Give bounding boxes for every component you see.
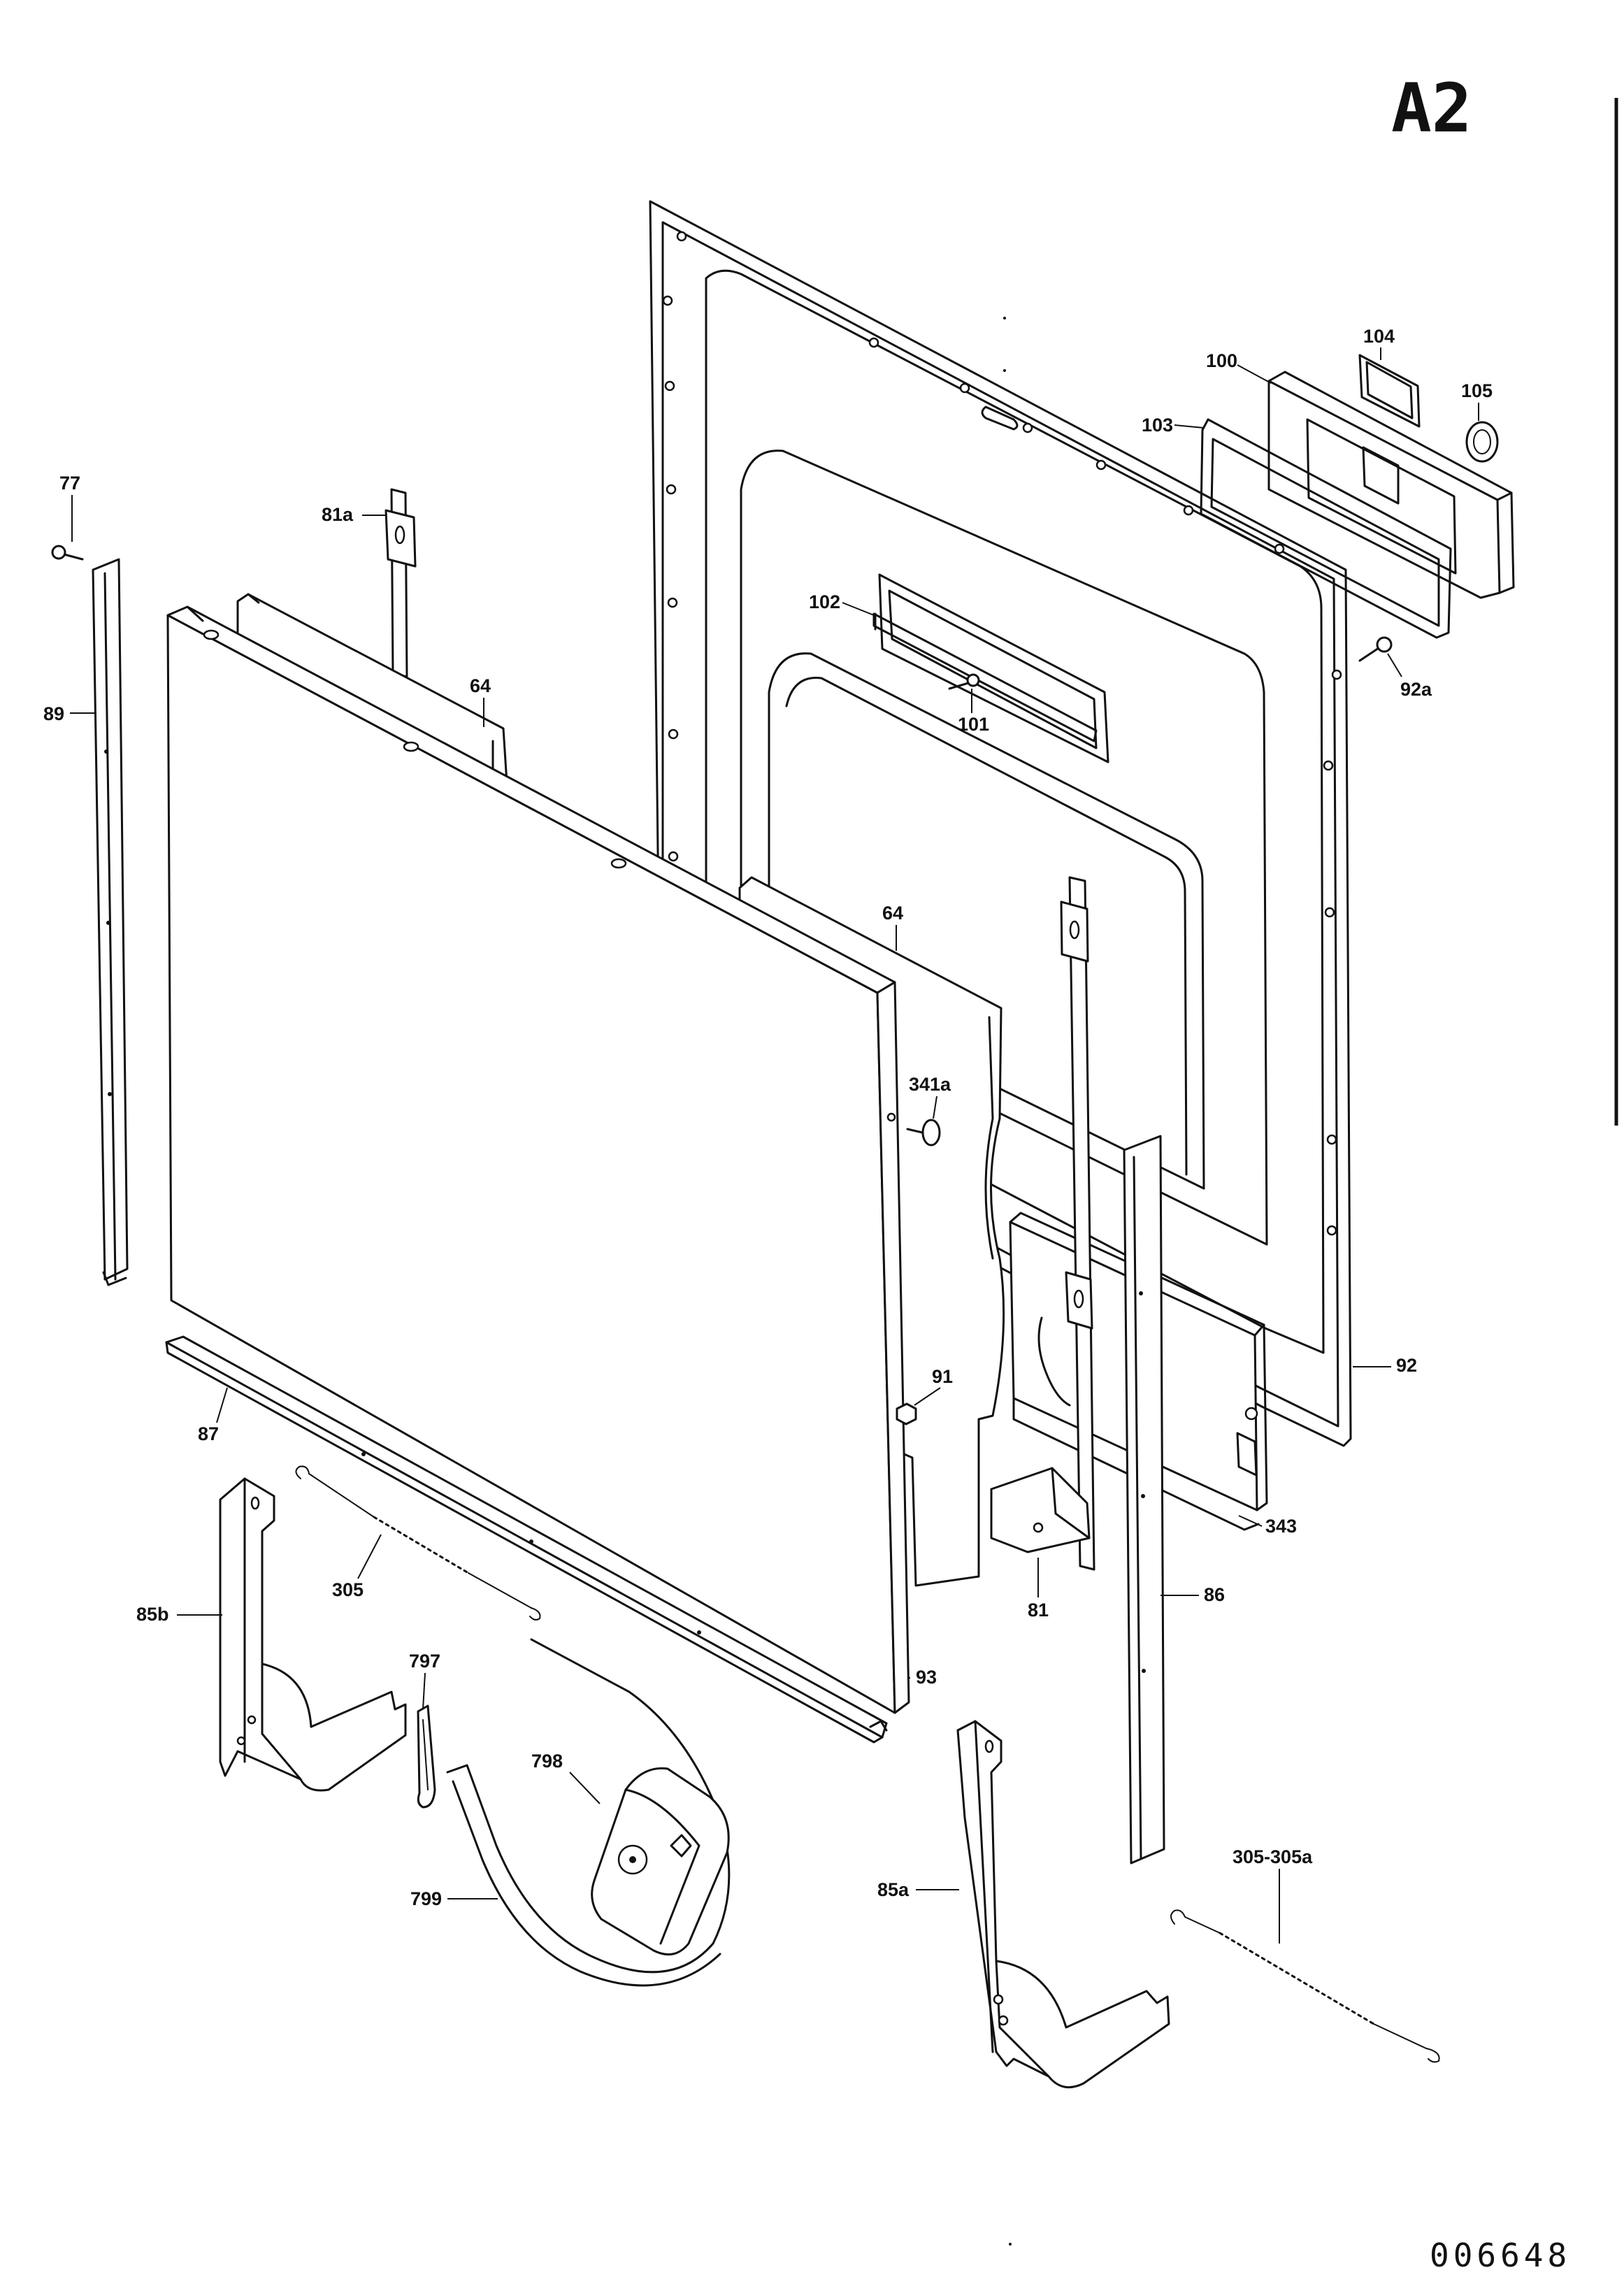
svg-text:305-305a: 305-305a xyxy=(1233,1846,1313,1867)
svg-text:93: 93 xyxy=(916,1667,937,1688)
svg-text:81: 81 xyxy=(1028,1600,1049,1621)
label-89: 89 xyxy=(43,703,96,724)
label-86: 86 xyxy=(1160,1584,1225,1605)
svg-text:101: 101 xyxy=(958,714,989,735)
label-305: 305 xyxy=(332,1534,382,1600)
svg-text:102: 102 xyxy=(809,591,840,612)
part-81a-rod xyxy=(385,488,417,678)
svg-text:85b: 85b xyxy=(136,1604,169,1625)
label-343: 343 xyxy=(1238,1515,1297,1537)
svg-text:89: 89 xyxy=(43,703,64,724)
svg-text:77: 77 xyxy=(59,473,80,494)
svg-text:341a: 341a xyxy=(909,1074,951,1095)
label-87: 87 xyxy=(198,1387,228,1444)
diagram-title: A2 xyxy=(1391,69,1472,148)
label-105: 105 xyxy=(1461,380,1493,421)
svg-text:797: 797 xyxy=(409,1651,440,1672)
label-100: 100 xyxy=(1206,350,1272,384)
part-341a-pin xyxy=(906,1119,941,1147)
svg-text:92: 92 xyxy=(1396,1355,1417,1376)
svg-text:91: 91 xyxy=(932,1366,953,1387)
part-799-cable xyxy=(446,1638,731,1987)
label-101: 101 xyxy=(958,689,989,735)
part-105-ring xyxy=(1465,421,1499,463)
label-798: 798 xyxy=(531,1751,601,1804)
label-799: 799 xyxy=(410,1888,498,1909)
part-305-305a-spring xyxy=(1170,1909,1440,2063)
svg-text:64: 64 xyxy=(470,675,491,696)
label-81: 81 xyxy=(1028,1558,1049,1621)
part-101-screw xyxy=(948,673,980,690)
label-104: 104 xyxy=(1363,326,1395,360)
label-77: 77 xyxy=(59,473,80,542)
part-85a-hinge xyxy=(956,1720,1170,2089)
label-93: 93 xyxy=(907,1667,937,1688)
part-81-rod xyxy=(990,876,1095,1571)
part-92a-screw xyxy=(1358,636,1393,662)
label-305-305a: 305-305a xyxy=(1233,1846,1313,1944)
svg-text:100: 100 xyxy=(1206,350,1237,371)
svg-text:64: 64 xyxy=(882,903,903,924)
label-103: 103 xyxy=(1142,415,1205,436)
part-104-seal xyxy=(1358,354,1421,428)
svg-text:103: 103 xyxy=(1142,415,1173,436)
svg-text:799: 799 xyxy=(410,1888,442,1909)
part-77-screw xyxy=(51,545,84,561)
label-102: 102 xyxy=(809,591,875,616)
part-85b-hinge xyxy=(219,1477,407,1792)
svg-text:86: 86 xyxy=(1204,1584,1225,1605)
part-102-bracket xyxy=(872,612,1098,742)
svg-text:798: 798 xyxy=(531,1751,563,1772)
part-798-drum xyxy=(591,1767,730,1956)
svg-text:92a: 92a xyxy=(1400,679,1432,700)
diagram-code: 006648 xyxy=(1430,2236,1571,2274)
part-93-outer-door-panel xyxy=(166,605,910,1714)
svg-text:81a: 81a xyxy=(322,504,354,525)
part-87-bottom-rail xyxy=(165,1335,888,1744)
part-86-side-strip xyxy=(1123,1135,1165,1865)
label-64-mid: 64 xyxy=(882,903,903,951)
label-81a: 81a xyxy=(322,504,387,525)
label-92: 92 xyxy=(1353,1355,1417,1376)
part-89-side-strip xyxy=(92,558,129,1286)
svg-text:87: 87 xyxy=(198,1423,219,1444)
part-103-seal-frame xyxy=(1200,418,1452,639)
svg-text:85a: 85a xyxy=(877,1879,910,1900)
part-797-clip xyxy=(417,1704,436,1809)
label-91: 91 xyxy=(914,1366,953,1406)
part-91-nut xyxy=(896,1402,917,1425)
label-797: 797 xyxy=(409,1651,440,1710)
label-341a: 341a xyxy=(909,1074,951,1119)
label-64-top: 64 xyxy=(470,675,491,727)
label-92a: 92a xyxy=(1387,653,1432,700)
svg-text:105: 105 xyxy=(1461,380,1493,401)
svg-text:104: 104 xyxy=(1363,326,1395,347)
part-305-spring xyxy=(295,1465,541,1621)
svg-text:305: 305 xyxy=(332,1579,364,1600)
label-85b: 85b xyxy=(136,1604,222,1625)
svg-text:343: 343 xyxy=(1265,1516,1297,1537)
label-85a: 85a xyxy=(877,1879,959,1900)
